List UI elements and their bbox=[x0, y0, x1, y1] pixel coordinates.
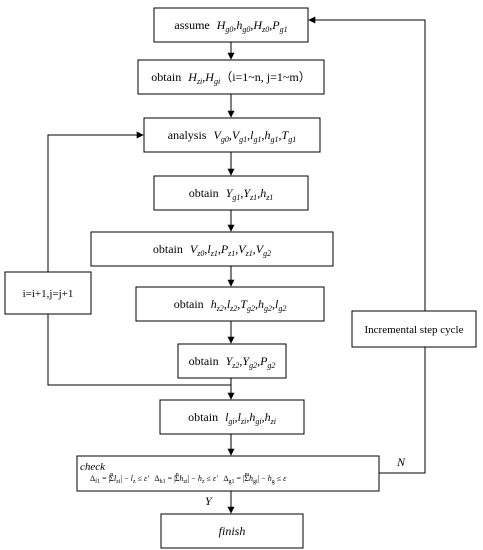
edge-label-n: N bbox=[396, 455, 406, 469]
assume-text: assume Hg0,hg0,Hz0,Pg1 bbox=[174, 18, 287, 34]
analysis-step: analysis Vg0,Vg1,lg1,hg1,Tg1 bbox=[143, 117, 321, 153]
increment-text: i=i+1,j=j+1 bbox=[23, 288, 74, 300]
loop-to-analysis bbox=[47, 131, 144, 272]
obtain-hzi-step: obtain Hzi,Hgi（i=1~n, j=1~m） bbox=[137, 59, 325, 95]
analysis-text: analysis Vg0,Vg1,lg1,hg1,Tg1 bbox=[168, 128, 296, 144]
cycle-step: Incremental step cycle bbox=[351, 310, 477, 348]
obtain-lgi-step: obtain lgi,lzi,hgi,hzi bbox=[159, 399, 305, 435]
obtain-yg1-step: obtain Yg1,Yz1,hz1 bbox=[153, 175, 309, 211]
obtain-vz0-text: obtain Vz0,lz1,Pz1,Vz1,Vg2 bbox=[153, 242, 271, 258]
finish-box bbox=[160, 513, 304, 549]
assume-step: assume Hg0,hg0,Hz0,Pg1 bbox=[153, 7, 309, 43]
check-label: check bbox=[80, 461, 106, 473]
increment-step: i=i+1,j=j+1 bbox=[4, 271, 92, 315]
obtain-hz2-text: obtain hz2,lz2,Tg2,hg2,lg2 bbox=[174, 297, 287, 313]
cycle-text: Incremental step cycle bbox=[365, 324, 464, 336]
increment-box bbox=[4, 271, 92, 315]
finish-step: finish bbox=[160, 513, 304, 549]
assume-box bbox=[153, 7, 309, 43]
obtain-yz2-step: obtain Yz2,Yg2,Pg2 bbox=[177, 343, 287, 379]
cycle-box bbox=[351, 310, 477, 348]
check-box bbox=[76, 455, 380, 492]
obtain-vz0-box bbox=[90, 231, 334, 267]
obtain-yz2-text: obtain Yz2,Yg2,Pg2 bbox=[189, 354, 276, 370]
check-step: check Δf1 = |nΣlzi| − lz ≤ ε′ Δh1 = |nΣh… bbox=[76, 455, 380, 492]
obtain-hzi-text: obtain Hzi,Hgi（i=1~n, j=1~m） bbox=[151, 70, 310, 86]
obtain-yg1-text: obtain Yg1,Yz1,hz1 bbox=[189, 186, 274, 202]
obtain-hz2-step: obtain hz2,lz2,Tg2,hg2,lg2 bbox=[135, 286, 325, 322]
obtain-hz2-box bbox=[135, 286, 325, 322]
obtain-lgi-box bbox=[159, 399, 305, 435]
loop-to-increment bbox=[47, 314, 231, 386]
analysis-box bbox=[143, 117, 321, 153]
obtain-vz0-step: obtain Vz0,lz1,Pz1,Vz1,Vg2 bbox=[90, 231, 334, 267]
edge-label-y: Y bbox=[205, 494, 213, 508]
loop-cycle-to-assume bbox=[308, 16, 426, 311]
obtain-yz2-box bbox=[177, 343, 287, 379]
loop-check-to-cycle bbox=[379, 347, 426, 474]
check-formula: Δf1 = |nΣlzi| − lz ≤ ε′ Δh1 = |nΣhzi| − … bbox=[90, 472, 287, 485]
finish-text: finish bbox=[219, 524, 246, 538]
obtain-lgi-text: obtain lgi,lzi,hgi,hzi bbox=[188, 410, 276, 426]
